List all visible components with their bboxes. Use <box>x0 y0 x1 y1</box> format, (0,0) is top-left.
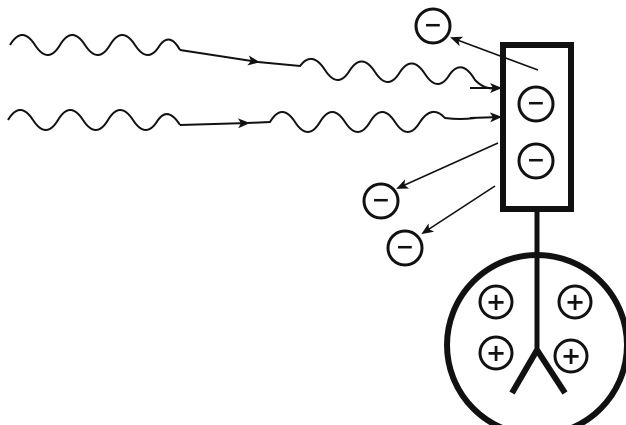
positive-charge-2: + <box>559 286 591 318</box>
positive-charge-1: + <box>480 286 512 318</box>
positive-symbol: + <box>565 288 585 316</box>
positive-symbol: + <box>561 342 581 370</box>
electron-symbol: − <box>372 188 390 213</box>
positive-charge-3: + <box>480 337 512 369</box>
plate-electron-1: − <box>519 87 553 121</box>
electron-symbol: − <box>424 13 442 38</box>
light-ray-lower <box>8 110 500 132</box>
electron-symbol: − <box>527 91 545 116</box>
electroscope <box>447 209 626 425</box>
positive-symbol: + <box>486 339 506 367</box>
positive-charge-4: + <box>555 340 587 372</box>
plate-electron-2: − <box>519 144 553 178</box>
emitted-electron-left: − <box>364 143 498 218</box>
positive-symbol: + <box>486 288 506 316</box>
emitted-electron-bottom: − <box>388 186 495 265</box>
electron-symbol: − <box>396 235 414 260</box>
electron-symbol: − <box>527 148 545 173</box>
